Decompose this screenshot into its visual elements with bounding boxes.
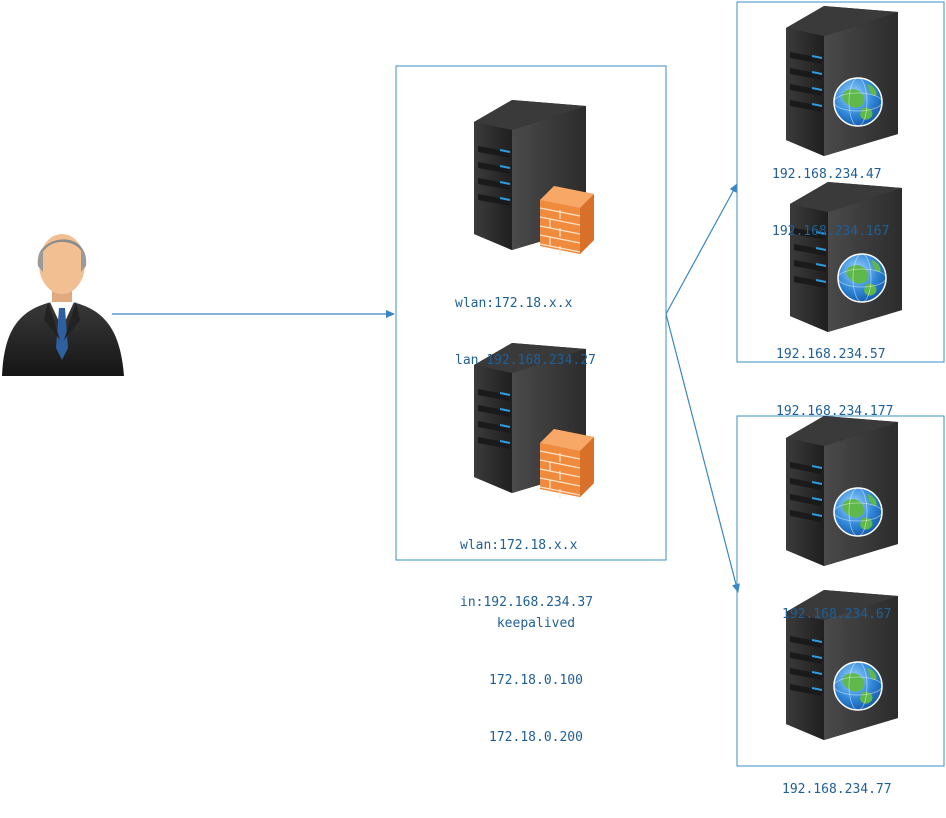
backend-a-server-2-ip-1: 192.168.234.57 xyxy=(776,347,886,362)
globe-icon xyxy=(833,487,883,537)
lb-to-backend-a-arrow xyxy=(665,183,738,315)
backend-b-server-2-label: 192.168.234.77 xyxy=(782,742,892,818)
keepalived-vip-2: 172.18.0.200 xyxy=(489,730,583,745)
lb-server-1-wlan: wlan:172.18.x.x xyxy=(455,296,573,311)
web-server-icon xyxy=(786,590,898,740)
keepalived-caption: keepalived 172.18.0.100 172.18.0.200 xyxy=(476,576,596,766)
lb-group-frame xyxy=(395,65,667,561)
backend-a-server-1-label: 192.168.234.47 192.168.234.167 xyxy=(772,127,889,260)
firewall-server-icon xyxy=(474,100,594,255)
backend-a-server-2-label: 192.168.234.57 192.168.234.177 xyxy=(776,307,893,440)
globe-icon xyxy=(833,77,883,127)
lb-server-2-in: in:192.168.234.37 xyxy=(460,595,594,610)
lb-server-1-label: wlan:172.18.x.x lan 192.168.234.27 xyxy=(455,256,596,389)
backend-b-server-1-ip: 192.168.234.67 xyxy=(782,607,892,622)
backend-a-server-2-ip-2: 192.168.234.177 xyxy=(776,404,894,419)
lb-server-2-wlan: wlan:172.18.x.x xyxy=(460,538,578,553)
backend-group-b-frame xyxy=(736,415,945,767)
firewall-server-icon xyxy=(474,343,594,498)
backend-a-server-1-ip-1: 192.168.234.47 xyxy=(772,167,882,182)
lb-server-1-lan: lan 192.168.234.27 xyxy=(455,353,596,368)
web-server-icon xyxy=(786,416,898,566)
diagram-canvas xyxy=(2,1,945,767)
globe-icon xyxy=(837,253,887,303)
web-server-icon xyxy=(786,6,898,156)
web-server-icon xyxy=(790,182,902,332)
lb-to-backend-b-arrow xyxy=(665,313,740,593)
businessman-icon xyxy=(2,234,124,376)
backend-b-server-2-ip: 192.168.234.77 xyxy=(782,782,892,797)
lb-server-2-label: wlan:172.18.x.x in:192.168.234.37 xyxy=(460,498,593,631)
backend-b-server-1-label: 192.168.234.67 xyxy=(782,567,892,643)
firewall-icon xyxy=(539,186,594,255)
keepalived-title: keepalived xyxy=(496,616,576,631)
globe-icon xyxy=(833,661,883,711)
keepalived-vip-1: 172.18.0.100 xyxy=(489,673,583,688)
firewall-icon xyxy=(539,429,594,498)
backend-a-server-1-ip-2: 192.168.234.167 xyxy=(772,224,890,239)
backend-group-a-frame xyxy=(736,1,945,363)
